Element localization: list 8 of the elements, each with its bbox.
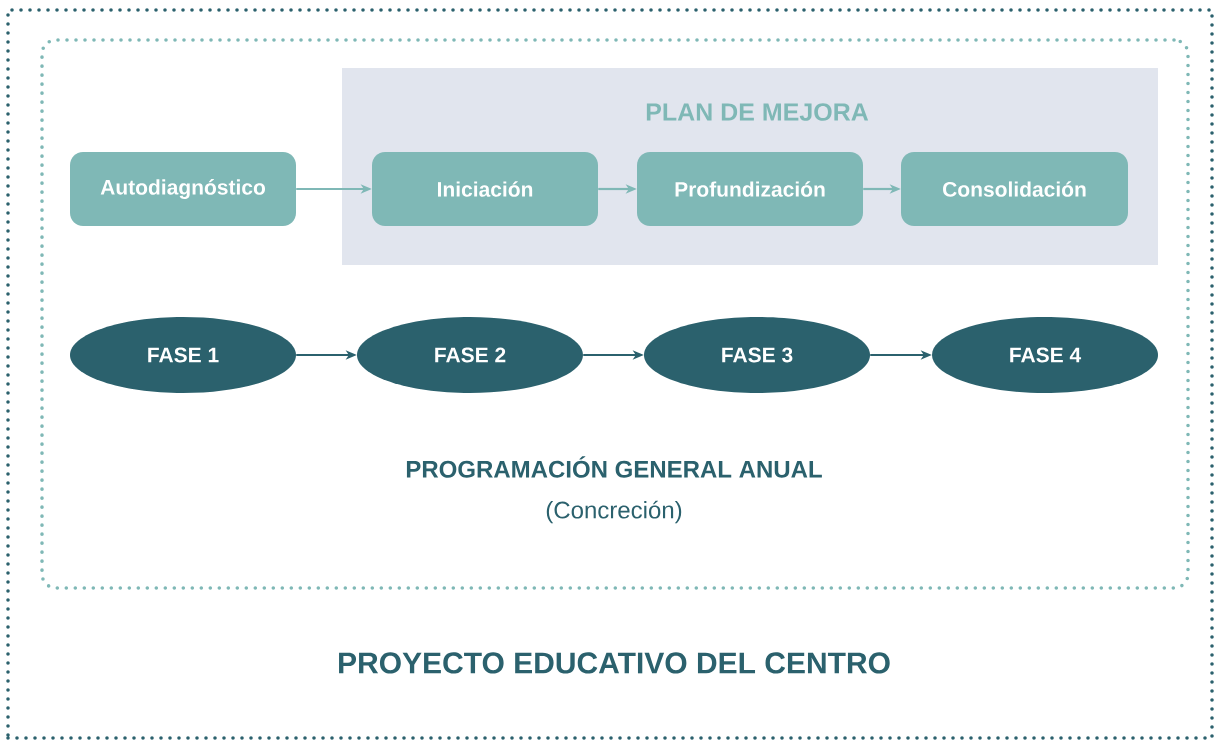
band-title: PLAN DE MEJORA <box>646 103 869 121</box>
frame-title: PROGRAMACIÓN GENERAL ANUAL <box>406 456 822 478</box>
frame-subtitle: (Concreción) <box>546 500 682 524</box>
process-box: Profundización <box>637 152 863 226</box>
process-box: Autodiagnóstico <box>70 152 296 226</box>
frame-title: PROYECTO EDUCATIVO DEL CENTRO <box>339 652 890 674</box>
process-box: Iniciación <box>372 152 598 226</box>
process-box: Consolidación <box>901 152 1128 226</box>
